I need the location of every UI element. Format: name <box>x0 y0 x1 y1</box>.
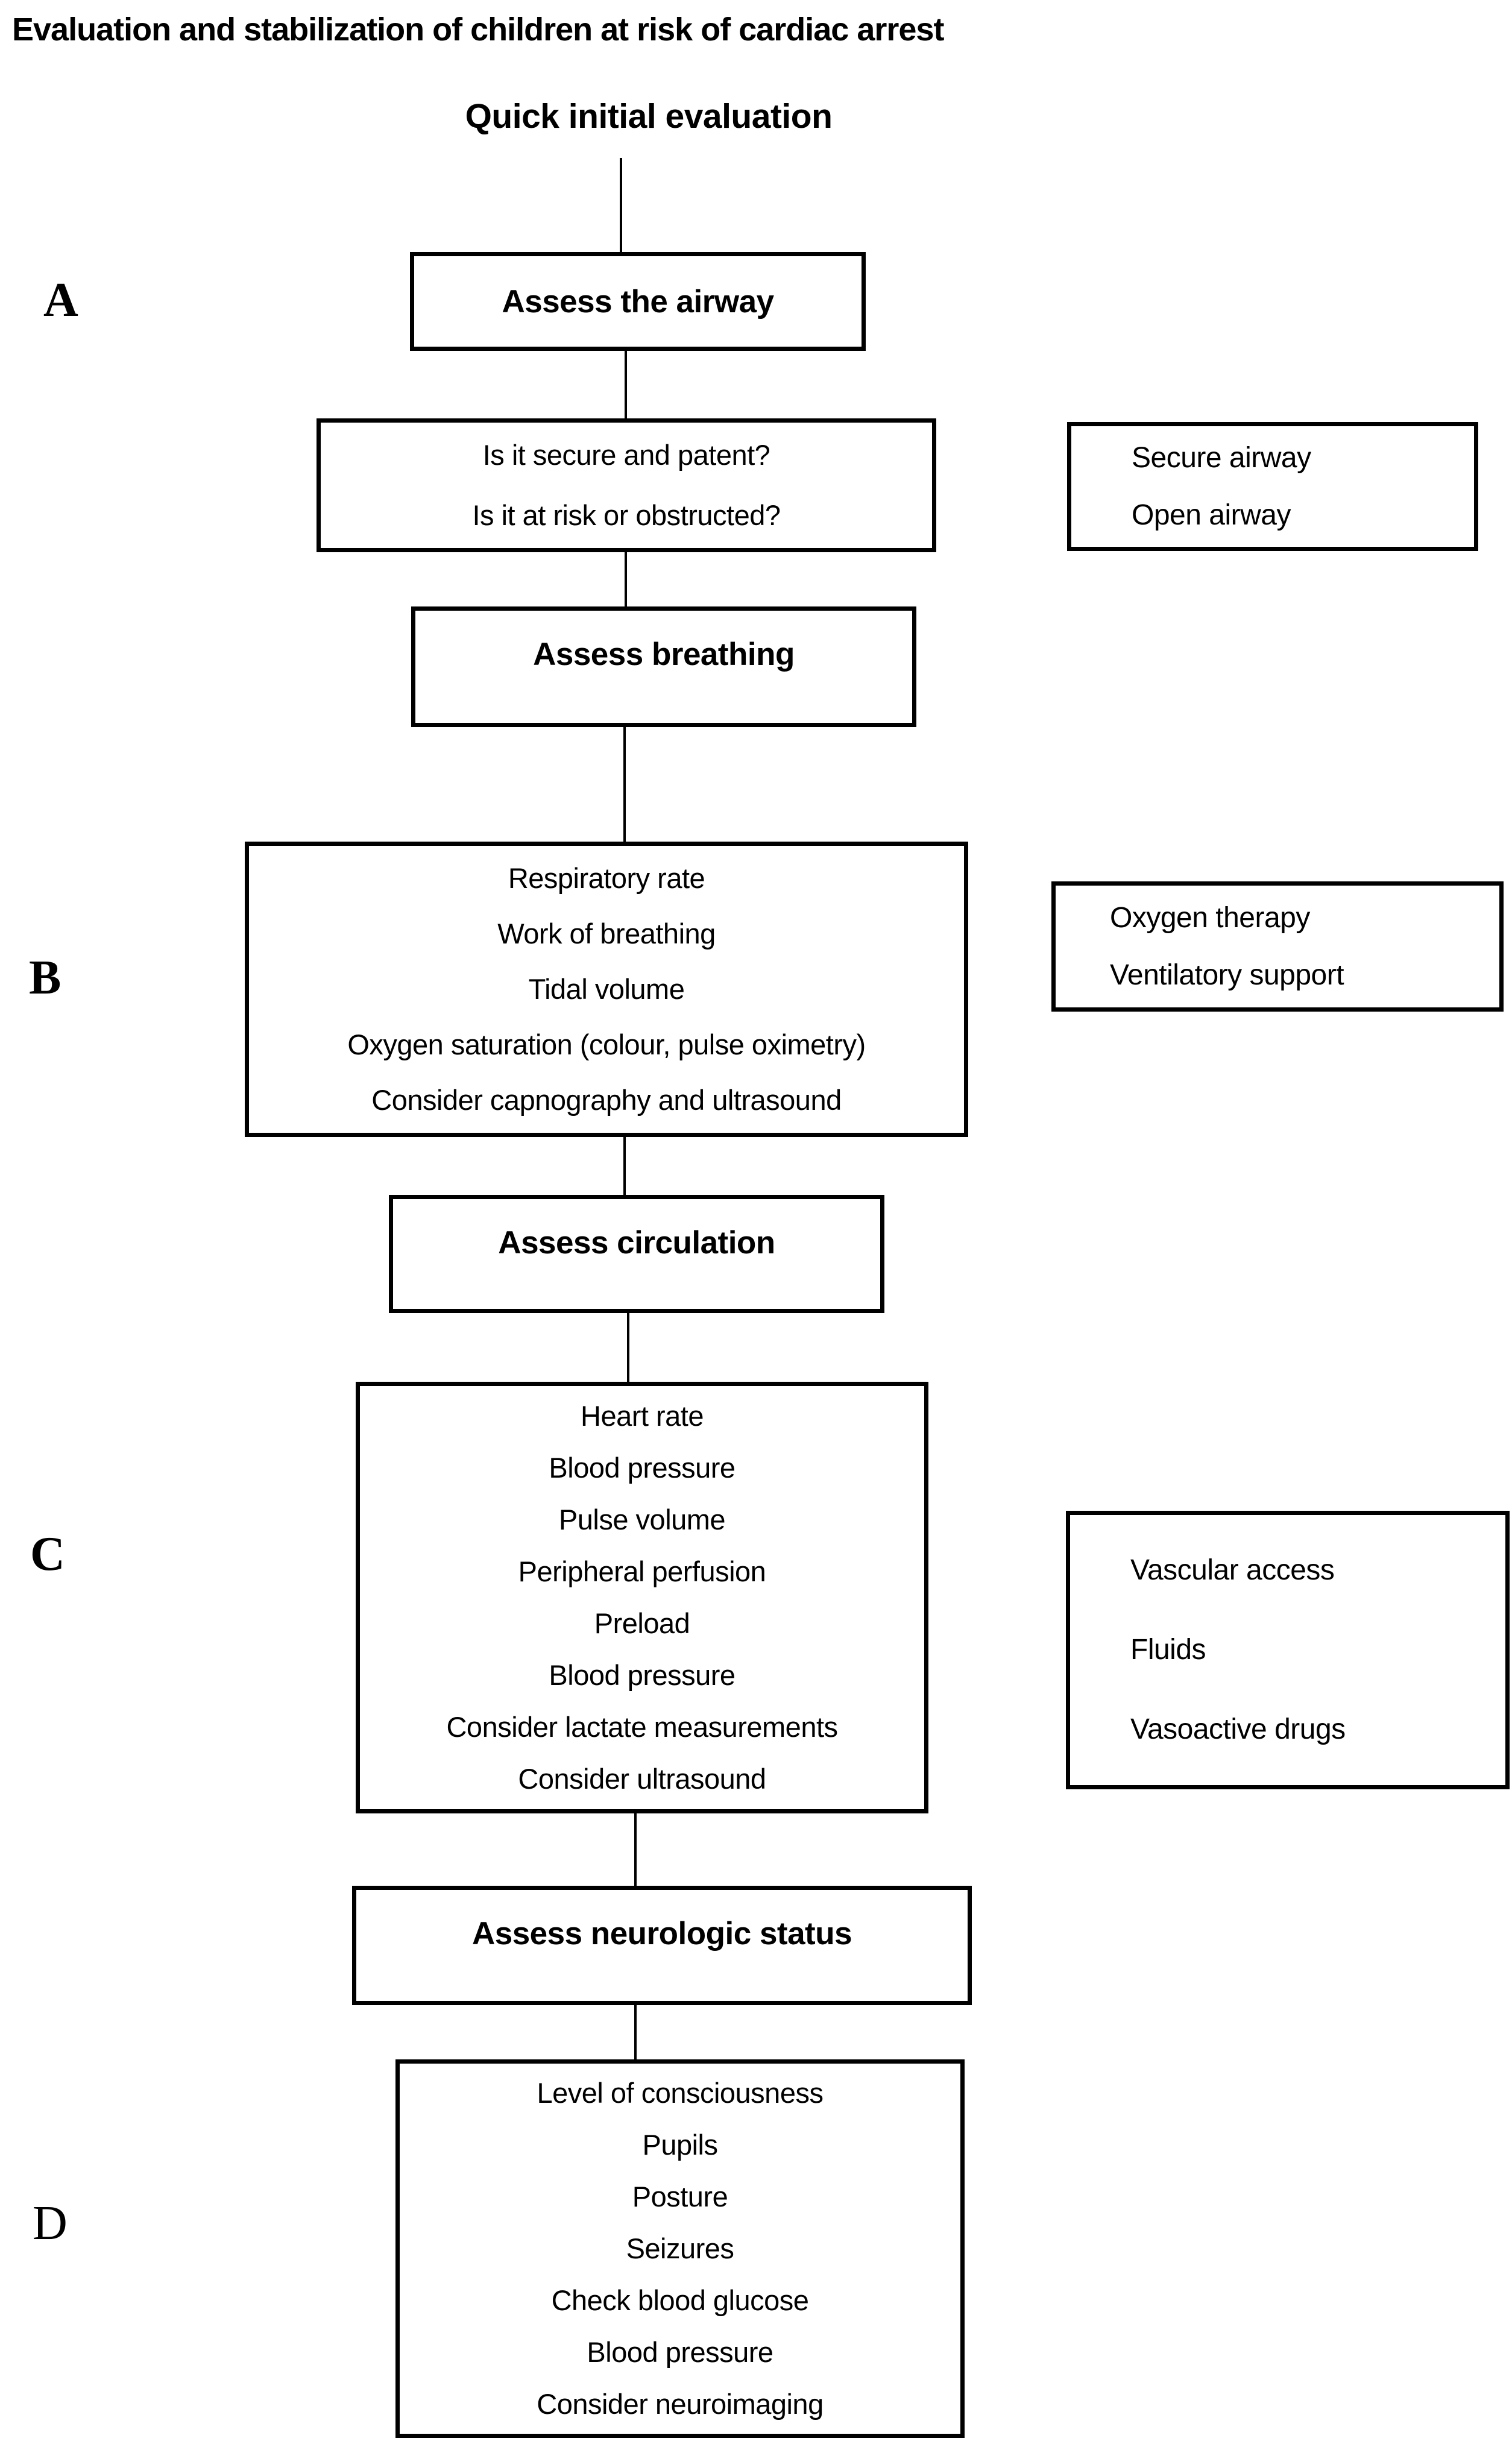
airway-actions-box: Secure airway Open airway <box>1067 422 1478 551</box>
assess-neuro-label: Assess neurologic status <box>471 1916 852 1951</box>
neuro-check-line: Blood pressure <box>587 2336 773 2368</box>
circulation-check-line: Heart rate <box>581 1400 704 1432</box>
breathing-check-line: Consider capnography and ultrasound <box>371 1084 842 1116</box>
section-label-a: A <box>43 274 78 327</box>
circulation-action-line: Vasoactive drugs <box>1130 1713 1346 1745</box>
section-label-d: D <box>33 2197 68 2250</box>
assess-breathing-label: Assess breathing <box>533 637 795 672</box>
circulation-check-line: Consider lactate measurements <box>446 1711 838 1743</box>
section-label-b: B <box>29 951 61 1004</box>
connector-circulation-checks <box>627 1312 629 1382</box>
neuro-check-line: Posture <box>632 2181 728 2213</box>
breathing-check-line: Tidal volume <box>528 973 685 1005</box>
airway-action-line: Open airway <box>1132 499 1291 531</box>
assess-airway-box: Assess the airway <box>410 252 866 351</box>
airway-questions-box: Is it secure and patent? Is it at risk o… <box>317 418 936 552</box>
circulation-checks-box: Heart rate Blood pressure Pulse volume P… <box>356 1382 928 1813</box>
assess-breathing-box: Assess breathing <box>411 606 916 727</box>
neuro-check-line: Check blood glucose <box>551 2284 809 2316</box>
section-label-c: C <box>30 1528 65 1581</box>
breathing-check-line: Work of breathing <box>497 918 716 950</box>
breathing-check-line: Respiratory rate <box>508 862 705 894</box>
circulation-action-line: Vascular access <box>1130 1554 1335 1586</box>
connector-airway-questions <box>625 348 627 420</box>
airway-question-line: Is it at risk or obstructed? <box>472 499 781 531</box>
circulation-check-line: Pulse volume <box>558 1504 726 1535</box>
breathing-action-line: Ventilatory support <box>1110 959 1344 991</box>
circulation-check-line: Blood pressure <box>549 1452 736 1484</box>
circulation-check-line: Blood pressure <box>549 1659 736 1691</box>
circulation-check-line: Consider ultrasound <box>518 1763 766 1795</box>
airway-question-line: Is it secure and patent? <box>482 439 770 471</box>
circulation-check-line: Preload <box>594 1607 690 1639</box>
breathing-actions-box: Oxygen therapy Ventilatory support <box>1051 881 1504 1012</box>
airway-action-line: Secure airway <box>1132 442 1311 474</box>
neuro-checks-box: Level of consciousness Pupils Posture Se… <box>395 2059 965 2438</box>
circulation-actions-box: Vascular access Fluids Vasoactive drugs <box>1066 1511 1510 1789</box>
circulation-action-line: Fluids <box>1130 1634 1206 1666</box>
neuro-check-line: Seizures <box>626 2232 734 2264</box>
connector-heading-airway <box>620 158 622 253</box>
neuro-check-line: Level of consciousness <box>537 2077 824 2109</box>
neuro-check-line: Consider neuroimaging <box>537 2388 824 2420</box>
breathing-checks-box: Respiratory rate Work of breathing Tidal… <box>245 842 968 1137</box>
breathing-action-line: Oxygen therapy <box>1110 902 1310 934</box>
circulation-check-line: Peripheral perfusion <box>518 1555 766 1587</box>
connector-neuro-checks <box>634 2004 637 2059</box>
breathing-check-line: Oxygen saturation (colour, pulse oximetr… <box>347 1028 866 1060</box>
page-title: Evaluation and stabilization of children… <box>12 11 944 48</box>
neuro-check-line: Pupils <box>642 2129 718 2161</box>
flow-heading: Quick initial evaluation <box>465 97 833 136</box>
assess-circulation-label: Assess circulation <box>498 1225 775 1261</box>
assess-neuro-box: Assess neurologic status <box>352 1886 972 2005</box>
connector-checks-circulation <box>623 1136 626 1195</box>
assess-circulation-box: Assess circulation <box>389 1195 884 1313</box>
assess-airway-label: Assess the airway <box>502 283 774 320</box>
connector-checks-neuro <box>634 1812 637 1886</box>
connector-breathing-checks <box>623 726 626 843</box>
connector-questions-breathing <box>625 550 627 608</box>
